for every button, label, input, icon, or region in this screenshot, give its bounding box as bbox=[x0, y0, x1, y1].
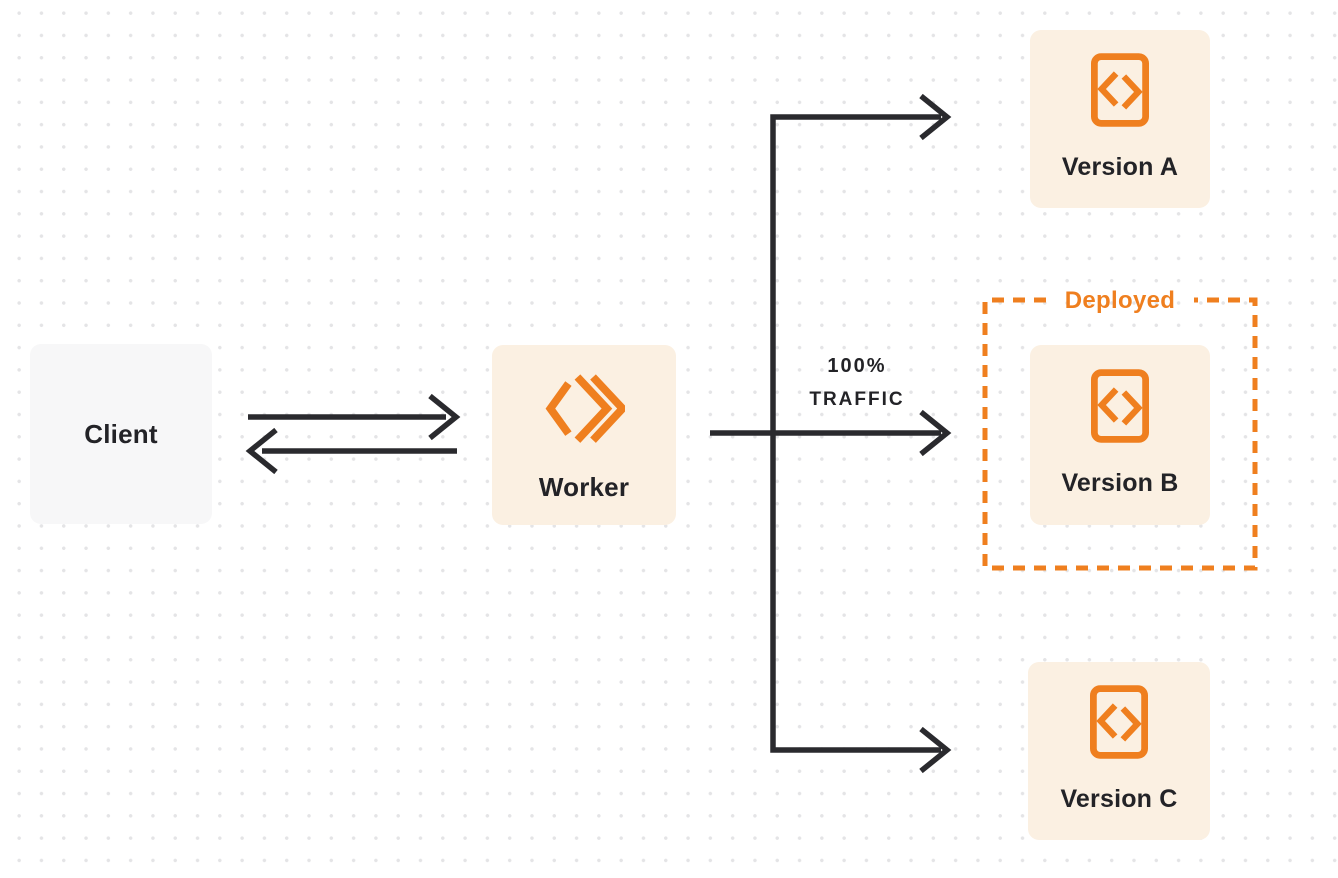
version-c-node-label: Version C bbox=[1060, 785, 1178, 813]
version-c-node: Version C bbox=[1028, 662, 1210, 840]
traffic-percent-text: 100% bbox=[827, 355, 887, 377]
worker-node-label: Worker bbox=[538, 472, 630, 502]
deployed-label: Deployed bbox=[1064, 287, 1176, 314]
version-b-node-label: Version B bbox=[1061, 469, 1179, 497]
version-a-node: Version A bbox=[1030, 30, 1210, 208]
traffic-label: 100% TRAFFIC bbox=[757, 350, 957, 416]
arrow-branch-to-version-c bbox=[770, 433, 952, 774]
version-a-node-label: Version A bbox=[1061, 153, 1179, 181]
arrow-worker-to-version-b bbox=[710, 409, 952, 457]
code-file-icon bbox=[1090, 685, 1148, 759]
worker-node: Worker bbox=[492, 345, 676, 525]
code-file-icon bbox=[1091, 53, 1149, 127]
version-b-node: Version B bbox=[1030, 345, 1210, 525]
workers-logo-icon bbox=[545, 374, 625, 443]
client-node-label: Client bbox=[84, 418, 158, 449]
code-file-icon bbox=[1091, 369, 1149, 443]
traffic-word-text: TRAFFIC bbox=[809, 389, 905, 410]
arrow-client-to-worker bbox=[248, 393, 461, 441]
client-node: Client bbox=[30, 344, 212, 524]
arrow-worker-to-client bbox=[245, 427, 457, 475]
